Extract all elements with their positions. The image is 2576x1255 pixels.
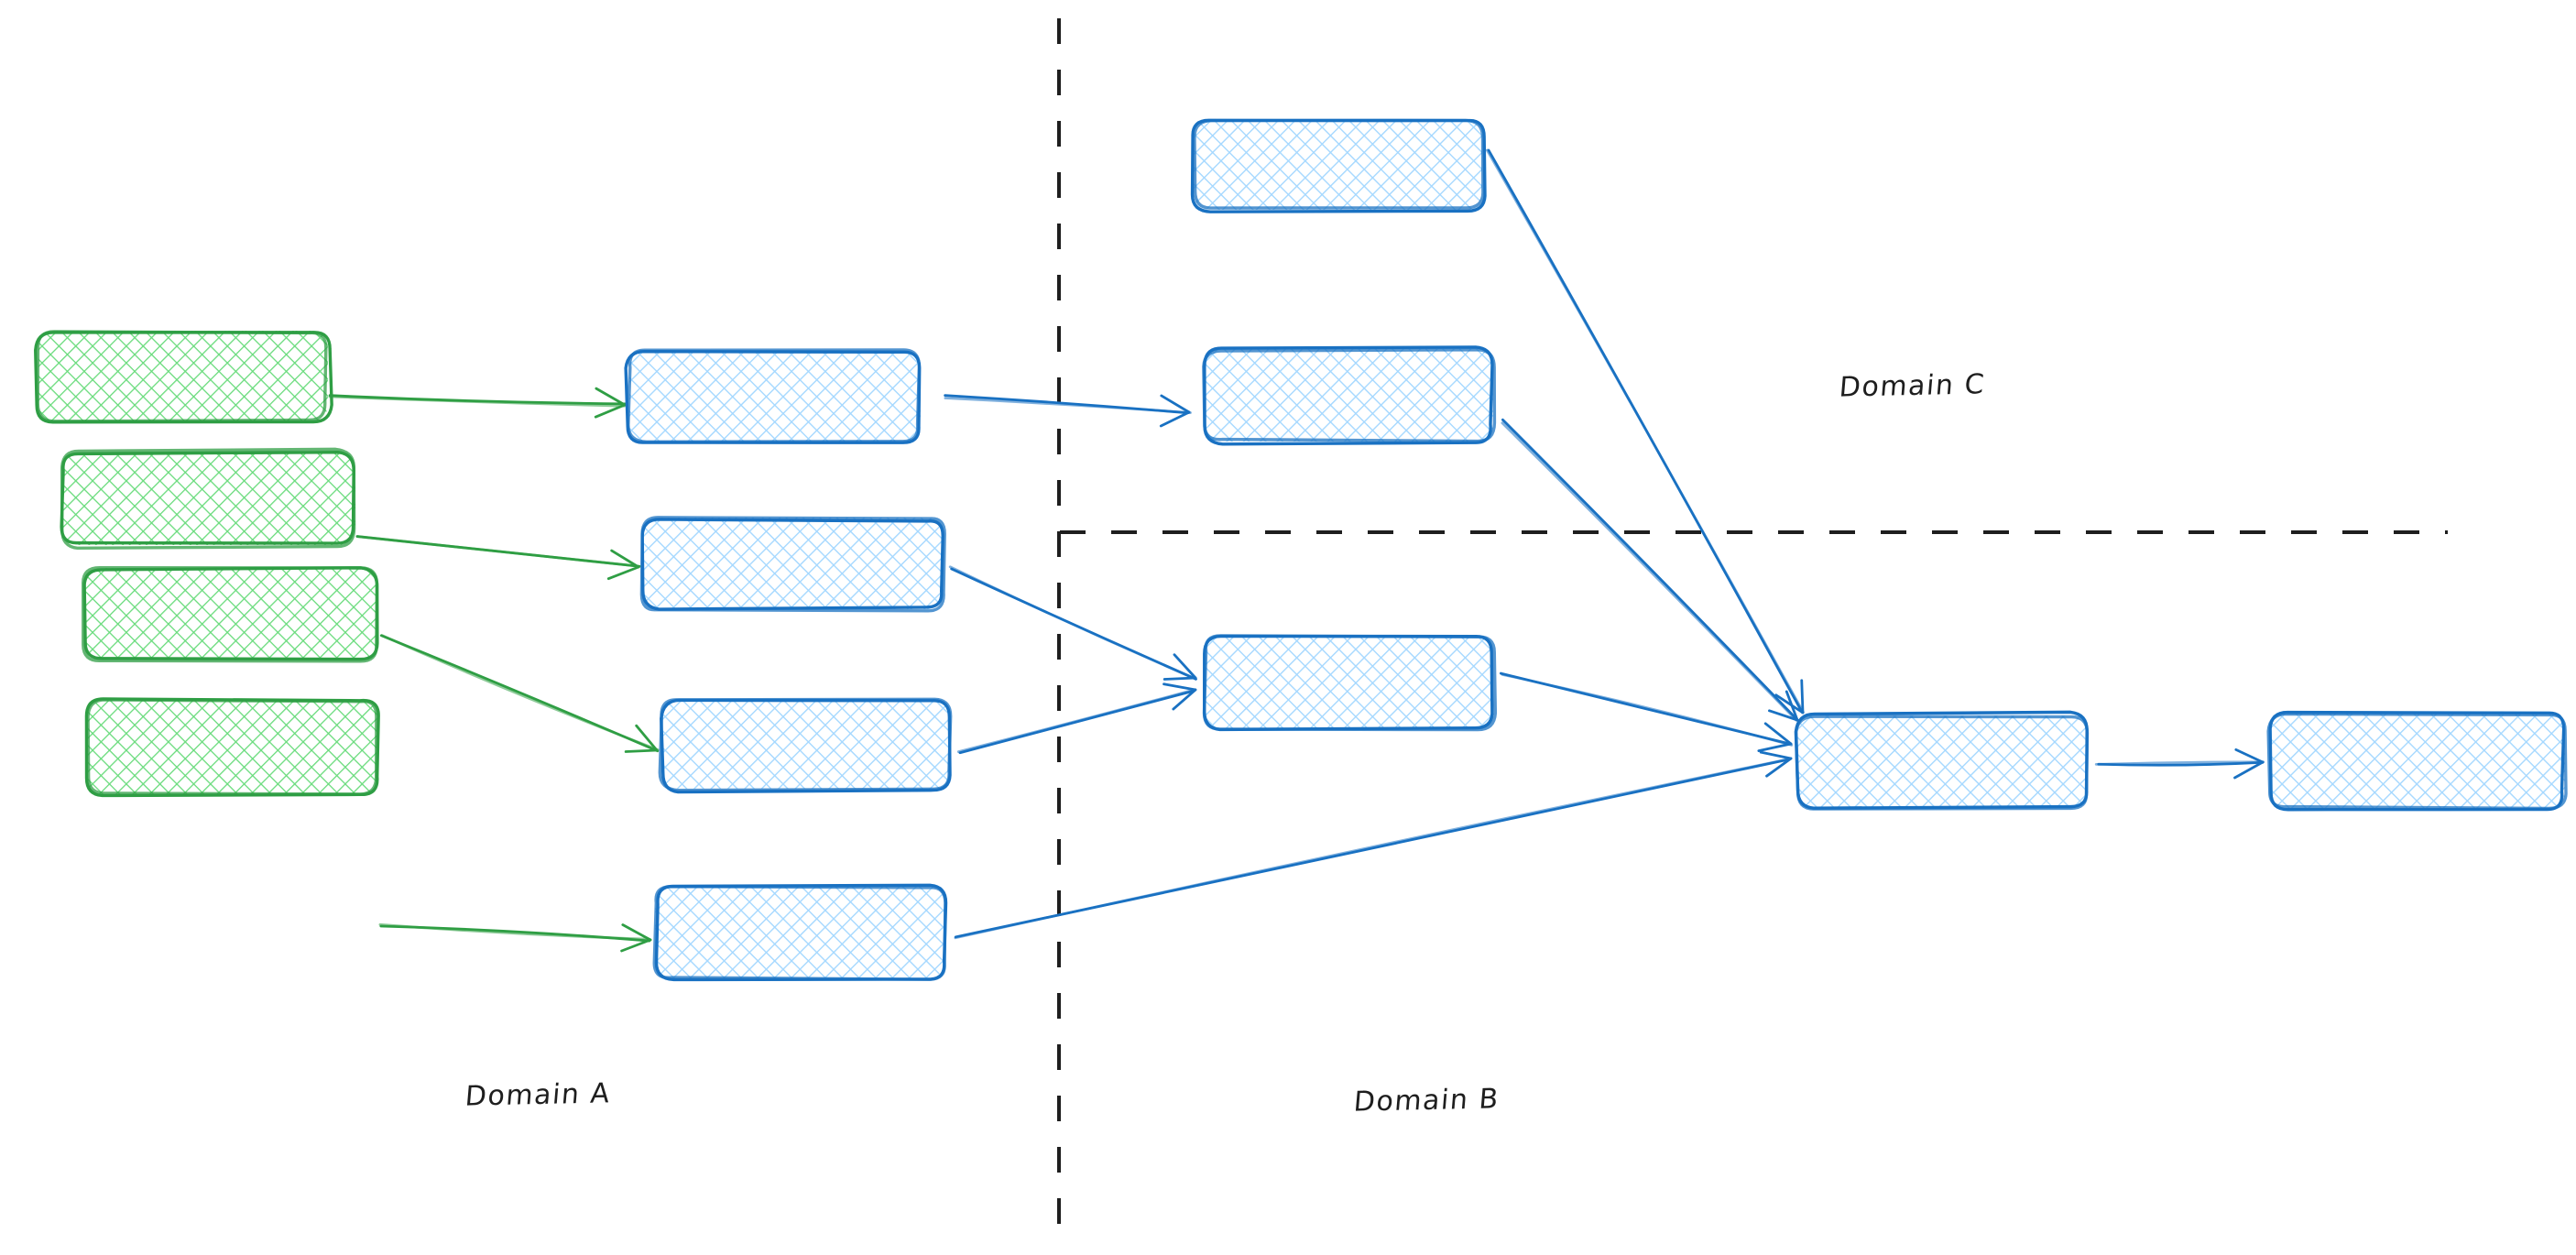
node-outline: [1202, 348, 1497, 443]
node-outline: [82, 565, 379, 663]
arrowhead: [1172, 688, 1197, 711]
arrowhead: [1173, 653, 1197, 680]
arrowhead: [1159, 410, 1191, 428]
node-fill: [38, 331, 328, 421]
node-outline: [1190, 118, 1487, 213]
node-fill: [1204, 349, 1493, 442]
node-layer: [34, 116, 2569, 982]
node-b2[interactable]: [639, 514, 947, 613]
arrowhead: [1785, 690, 1799, 722]
node-fill: [87, 701, 378, 795]
node-c3[interactable]: [1200, 633, 1498, 732]
node-c2[interactable]: [1200, 345, 1497, 446]
node-b4[interactable]: [651, 882, 948, 982]
arrowhead: [620, 938, 652, 953]
edge-layer: [328, 148, 2265, 953]
arrowhead: [1774, 693, 1805, 715]
edge-line: [956, 688, 1196, 754]
edge-line: [944, 397, 1192, 414]
arrowhead: [594, 403, 627, 419]
node-outline: [639, 516, 946, 613]
edge-line: [954, 757, 1793, 940]
arrowhead: [624, 748, 659, 753]
edge-a2-b2[interactable]: [355, 535, 641, 581]
node-outline: [1193, 118, 1485, 210]
arrowhead: [635, 724, 659, 752]
node-outline: [627, 348, 922, 444]
arrowhead: [595, 387, 627, 407]
edge-b4-d1[interactable]: [954, 750, 1793, 940]
node-fill: [1204, 637, 1493, 728]
edge-line: [948, 565, 1197, 681]
node-outline: [658, 697, 953, 792]
node-fill: [655, 886, 944, 978]
edge-c3-d1[interactable]: [1499, 671, 1794, 753]
arrowhead: [2233, 760, 2265, 780]
arrowhead: [606, 565, 640, 581]
arrowhead: [610, 549, 640, 569]
arrowhead: [621, 923, 652, 942]
node-fill: [62, 453, 355, 545]
node-fill: [85, 568, 377, 660]
arrowhead: [2234, 748, 2265, 764]
node-fill: [629, 351, 921, 442]
node-outline: [1794, 715, 2090, 811]
node-fill: [2270, 713, 2565, 810]
node-d1[interactable]: [1794, 710, 2090, 812]
node-a1[interactable]: [34, 327, 333, 425]
node-outline: [86, 698, 378, 796]
edge-line: [1485, 148, 1805, 714]
edge-a1-b1[interactable]: [328, 387, 628, 419]
edge-d1-e1[interactable]: [2094, 748, 2265, 780]
node-outline: [652, 885, 947, 981]
node-b3[interactable]: [658, 695, 954, 794]
edge-line: [328, 395, 626, 408]
node-a4[interactable]: [83, 697, 382, 799]
edge-c1-d1[interactable]: [1485, 148, 1805, 715]
arrowhead: [1162, 676, 1197, 681]
arrowhead: [1765, 757, 1793, 778]
node-outline: [60, 447, 356, 551]
domain-b-label: Domain B: [1352, 1083, 1501, 1119]
node-fill: [1797, 715, 2086, 808]
node-fill: [661, 699, 950, 789]
arrowhead: [1160, 394, 1191, 414]
domain-c-label: Domain C: [1838, 368, 1987, 404]
node-a2[interactable]: [59, 447, 359, 551]
domain-b-label-text: Domain B: [1352, 1083, 1501, 1119]
node-fill: [1194, 120, 1482, 210]
edge-line: [1501, 672, 1794, 747]
domain-a-label-text: Domain A: [464, 1077, 613, 1113]
node-outline: [1202, 634, 1498, 732]
edge-a3-b3[interactable]: [379, 634, 660, 753]
arrowhead: [1768, 709, 1799, 722]
edge-line: [378, 922, 651, 941]
edge-b1-c2[interactable]: [944, 394, 1192, 428]
domain-a-label: Domain A: [464, 1077, 613, 1113]
arrowhead: [1800, 679, 1805, 715]
node-b1[interactable]: [624, 347, 924, 445]
edge-c2-d1[interactable]: [1501, 418, 1799, 722]
edge-b2-c3[interactable]: [948, 565, 1197, 681]
edge-line: [355, 535, 639, 568]
arrowhead: [1757, 742, 1793, 753]
edge-line: [380, 634, 660, 751]
node-outline: [2266, 712, 2568, 811]
edge-b3-c3[interactable]: [956, 682, 1197, 755]
arrowhead: [1162, 682, 1197, 692]
arrowhead: [1759, 750, 1793, 760]
node-a3[interactable]: [82, 564, 381, 663]
edge-line: [2094, 760, 2265, 766]
edge-line: [1501, 421, 1798, 722]
domain-c-label-text: Domain C: [1838, 368, 1987, 404]
node-fill: [643, 518, 944, 609]
node-c1[interactable]: [1190, 116, 1487, 213]
node-outline: [36, 330, 328, 423]
arrowhead: [1763, 722, 1793, 746]
node-e1[interactable]: [2266, 709, 2569, 813]
edge-a4-b4[interactable]: [378, 922, 652, 953]
